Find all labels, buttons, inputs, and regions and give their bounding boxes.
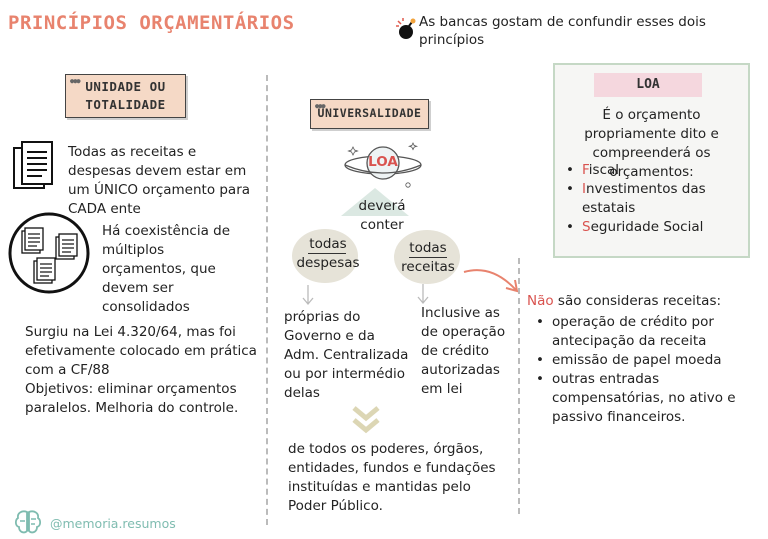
list-item-text: nvestimentos das estatais (582, 181, 706, 216)
todas-receitas-label: todas receitas (401, 240, 455, 275)
decorative-dots: ●●● (70, 77, 81, 85)
universalidade-label: ●●● UNIVERSALIDADE (310, 99, 429, 129)
nao-receitas-heading: Não são consideras receitas: (527, 292, 762, 311)
loa-list: Fiscal Investimentos das estatais Seguri… (566, 161, 742, 237)
bomb-icon (396, 18, 416, 39)
despesas-text: próprias do Governo e da Adm. Centraliza… (284, 309, 409, 401)
unidade-label: ●●● UNIDADE OU TOTALIDADE (65, 74, 186, 118)
footer-handle: @memoria.resumos (50, 516, 176, 531)
todas-despesas-label: todas despesas (296, 236, 360, 271)
todas-receitas-text: todas receitas (398, 239, 458, 277)
underline-receitas (409, 257, 447, 258)
receitas-text: Inclusive as de operação de crédito auto… (421, 305, 506, 397)
unidade-text-1: Todas as receitas e despesas devem estar… (68, 144, 251, 217)
divider-right (518, 258, 520, 514)
note-text: As bancas gostam de confundir esses dois… (419, 14, 706, 48)
page-title: PRINCÍPIOS ORÇAMENTÁRIOS (8, 12, 295, 34)
arrow-right-red (463, 269, 519, 293)
list-item-text: iscal (588, 162, 620, 178)
document-icon (13, 141, 53, 189)
nao-heading-rest: são consideras receitas: (553, 293, 722, 309)
multiple-documents-icon (8, 212, 90, 294)
arrow-down-despesas (302, 285, 314, 306)
todas-despesas-text: todas despesas (294, 235, 362, 273)
underline-despesas (308, 253, 346, 254)
brain-logo-icon (14, 510, 42, 534)
list-item-text: eguridade Social (590, 219, 704, 235)
list-item-initial: F (582, 162, 589, 178)
list-item: Investimentos das estatais (566, 180, 742, 218)
nao-word: Não (527, 293, 554, 309)
poderes-text: de todos os poderes, órgãos, entidades, … (288, 441, 496, 514)
list-item: emissão de papel moeda (536, 351, 736, 370)
planet-label: LOA (368, 154, 398, 170)
planet-icon (344, 142, 422, 188)
triangle-shape (341, 188, 409, 216)
nao-receitas-list: operação de crédito por antecipação da r… (536, 313, 736, 427)
arrow-down-receitas (417, 284, 429, 305)
list-item: outras entradas compensatórias, no ativo… (536, 370, 736, 427)
unidade-text-2: Há coexistência de múltiplos orçamentos,… (102, 223, 231, 315)
list-item-initial: I (582, 181, 586, 197)
unidade-text-3: Surgiu na Lei 4.320/64, mas foi efetivam… (25, 324, 257, 378)
chevron-double-down-icon (352, 406, 380, 434)
list-item: Seguridade Social (566, 218, 742, 237)
loa-tag: LOA (594, 73, 702, 97)
devera-conter-text: deverá conter (358, 198, 406, 233)
list-item: operação de crédito por antecipação da r… (536, 313, 736, 351)
universalidade-label-text: UNIVERSALIDADE (317, 106, 422, 120)
divider-left (266, 75, 268, 525)
list-item-initial: S (582, 219, 591, 235)
decorative-dots: ●●● (315, 102, 326, 110)
list-item: Fiscal (566, 161, 742, 180)
unidade-label-text: UNIDADE OU TOTALIDADE (85, 79, 166, 112)
unidade-text-4: Objetivos: eliminar orçamentos paralelos… (25, 381, 239, 416)
todas-despesas-bubble (292, 229, 358, 283)
